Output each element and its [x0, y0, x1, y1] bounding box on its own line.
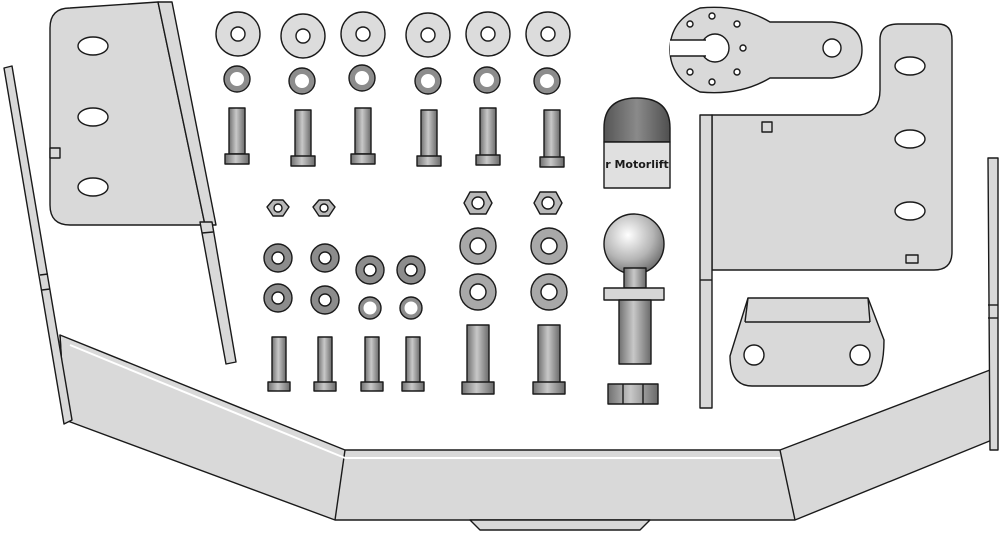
bolt — [401, 336, 425, 392]
bolt — [267, 336, 291, 392]
washer — [530, 273, 568, 311]
washer — [355, 255, 385, 285]
top-bolts — [224, 107, 565, 168]
right-side-bar — [987, 157, 999, 451]
washer — [263, 283, 293, 313]
left-mounting-bracket — [49, 1, 217, 226]
washer — [525, 11, 571, 57]
tow-ball-cap: r Motorlift — [603, 97, 671, 189]
cap-brand-label: r Motorlift — [605, 158, 669, 171]
hex-nut — [312, 199, 336, 217]
washer — [459, 273, 497, 311]
bolt — [360, 336, 384, 392]
small-spring-washers — [358, 296, 423, 320]
socket-plate — [669, 6, 863, 94]
tow-ball — [603, 213, 665, 365]
spring-washer — [358, 296, 382, 320]
top-washers — [215, 11, 571, 59]
spring-washer — [399, 296, 423, 320]
bolt — [475, 107, 501, 166]
washer — [310, 285, 340, 315]
hex-nut — [463, 191, 493, 215]
bolt — [350, 107, 376, 165]
tow-ball-nut — [607, 383, 659, 405]
hex-nut — [266, 199, 290, 217]
spring-washer — [223, 65, 251, 93]
washer — [396, 255, 426, 285]
top-spring-washers — [223, 64, 561, 95]
small-bolts — [267, 336, 425, 392]
washer — [310, 243, 340, 273]
washer — [530, 227, 568, 265]
right-mounting-bracket — [699, 23, 953, 409]
spring-washer — [288, 67, 316, 95]
spring-washer — [473, 66, 501, 94]
bolt — [532, 324, 566, 395]
bolt — [461, 324, 495, 395]
spring-washer — [533, 67, 561, 95]
large-washers — [459, 227, 568, 311]
washer — [215, 11, 261, 57]
large-bolts — [461, 324, 566, 395]
spring-washer — [414, 67, 442, 95]
washer — [465, 11, 511, 57]
washer — [405, 12, 451, 58]
large-nuts — [463, 191, 563, 215]
right-lower-plate — [729, 297, 885, 387]
bolt — [224, 107, 250, 165]
bolt — [313, 336, 337, 392]
small-nuts — [266, 199, 336, 217]
middle-washers — [263, 243, 426, 315]
hex-nut — [533, 191, 563, 215]
washer — [263, 243, 293, 273]
spring-washer — [348, 64, 376, 92]
left-side-bar — [3, 65, 73, 425]
bolt — [416, 109, 442, 167]
washer — [280, 13, 326, 59]
bolt — [290, 109, 316, 167]
left-bracket-strap — [199, 221, 237, 365]
washer — [459, 227, 497, 265]
washer — [340, 11, 386, 57]
bolt — [539, 109, 565, 168]
